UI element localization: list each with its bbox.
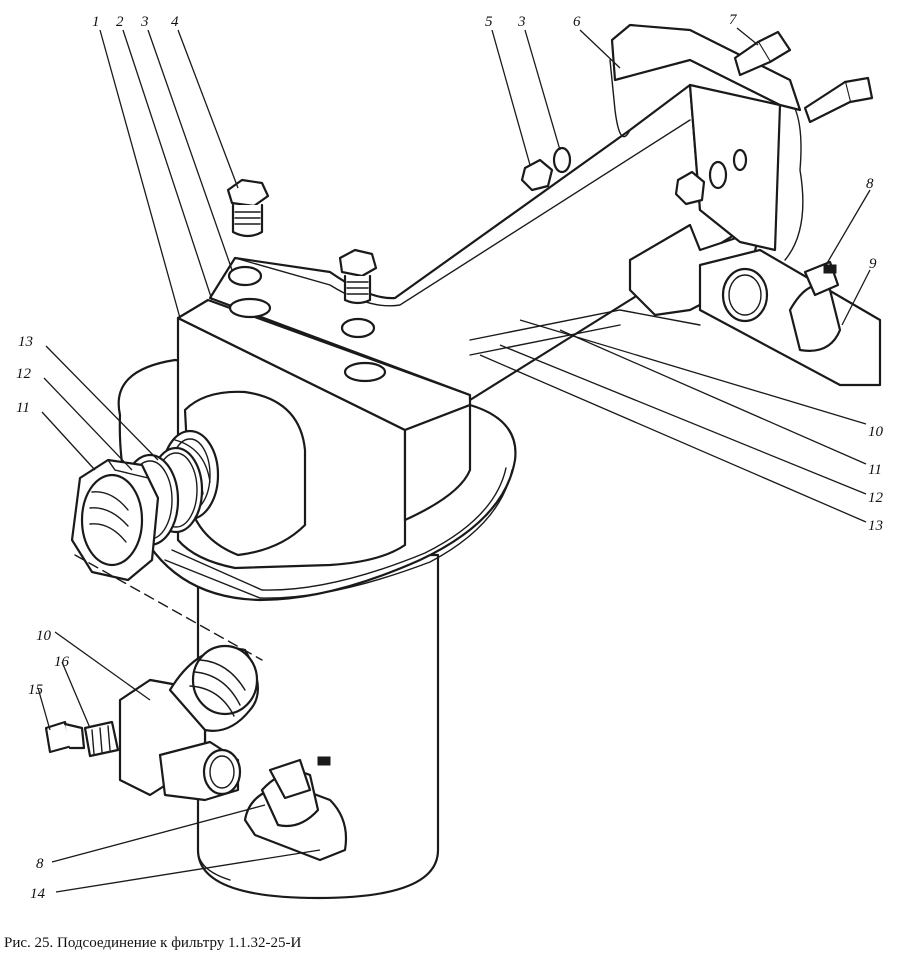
callout-10-left: 10 [36, 628, 52, 644]
bolt-4 [226, 178, 270, 238]
callout-6: 6 [573, 14, 581, 30]
pipe-line-right [469, 309, 701, 341]
callout-10-right: 10 [868, 424, 884, 440]
callout-2: 2 [116, 14, 124, 30]
hose-9 [698, 248, 882, 387]
callout-16: 16 [54, 654, 70, 670]
callout-12-left: 12 [16, 366, 32, 382]
mounting-bracket-6 [208, 23, 804, 402]
nut-bracket [674, 170, 706, 206]
callout-15: 15 [28, 682, 44, 698]
callout-8-right: 8 [866, 176, 874, 192]
callout-7: 7 [729, 12, 738, 28]
hose-14-clamp-8 [243, 756, 348, 862]
callout-13-left: 13 [18, 334, 33, 350]
callout-labels: 1 2 3 4 5 3 6 7 8 9 13 12 11 10 11 12 13… [16, 12, 884, 902]
callout-14: 14 [30, 886, 46, 902]
washer-3-center [340, 317, 376, 339]
assembly-axis-line [74, 554, 263, 661]
callout-1: 1 [92, 14, 100, 30]
bolt-7 [733, 30, 874, 124]
fitting-block-10 [118, 644, 259, 802]
callout-8-left: 8 [36, 856, 44, 872]
nut-5 [520, 146, 572, 192]
hex-nut-11 [70, 458, 160, 582]
cap-15 [44, 720, 86, 754]
callout-3-left: 3 [140, 14, 149, 30]
callout-9: 9 [869, 256, 877, 272]
washer-3-left [227, 265, 263, 287]
callout-3-right: 3 [517, 14, 526, 30]
fitting-16 [83, 720, 120, 758]
leader-lines [37, 27, 871, 893]
pipe-line-right-lower [469, 324, 621, 356]
callout-11-right: 11 [868, 462, 882, 478]
bolt-4-second [338, 248, 378, 305]
callout-12-right: 12 [868, 490, 884, 506]
callout-11-left: 11 [16, 400, 30, 416]
callout-13-right: 13 [868, 518, 883, 534]
callout-5: 5 [485, 14, 493, 30]
figure-caption: Рис. 25. Подсоединение к фильтру 1.1.32-… [4, 935, 302, 951]
callout-4: 4 [171, 14, 179, 30]
